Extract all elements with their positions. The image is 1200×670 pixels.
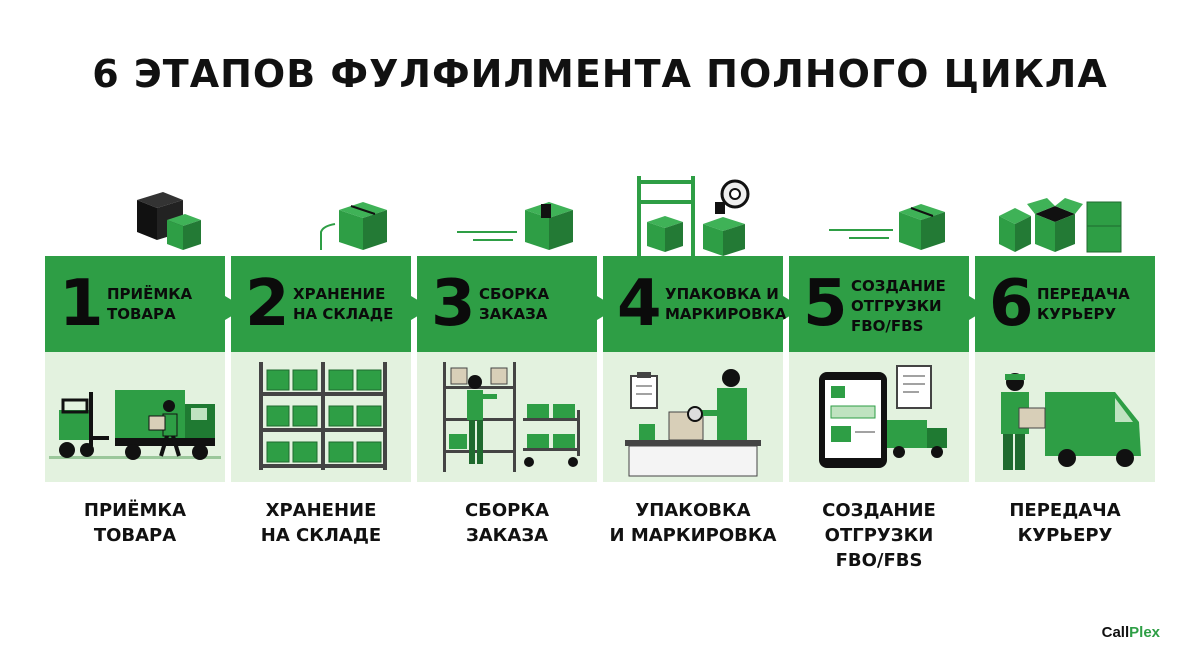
step-number: 5	[803, 267, 848, 341]
box-icon	[789, 170, 969, 256]
tablet-documents-truck-icon	[789, 352, 969, 482]
shelf-tape-icon	[603, 172, 783, 258]
step-number: 1	[59, 267, 104, 341]
warehouse-shelves-icon	[231, 352, 411, 482]
forklift-truck-icon	[45, 352, 225, 482]
callplex-logo: CallPlex	[1101, 624, 1160, 641]
courier-van-icon	[975, 352, 1155, 482]
open-boxes-icon	[975, 170, 1155, 256]
page-title: 6 ЭТАПОВ ФУЛФИЛМЕНТА ПОЛНОГО ЦИКЛА	[92, 52, 1108, 96]
boxes-icon	[45, 170, 225, 256]
step-number: 2	[245, 267, 290, 341]
step-number: 6	[989, 267, 1034, 341]
box-icon	[417, 170, 597, 256]
step-number: 3	[431, 267, 476, 341]
box-icon	[231, 170, 411, 256]
packing-desk-icon	[603, 352, 783, 482]
picker-cart-icon	[417, 352, 597, 482]
step-number: 4	[617, 267, 662, 341]
